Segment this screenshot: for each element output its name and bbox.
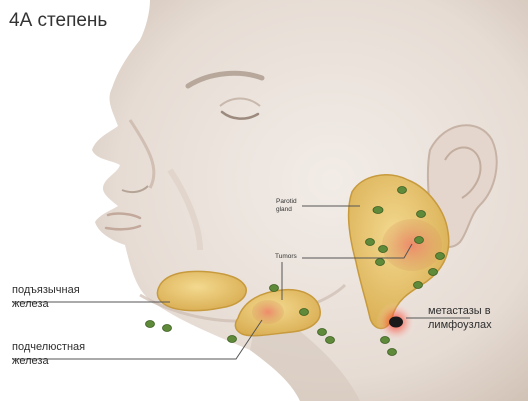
lymph-node — [436, 253, 445, 260]
label-metastases: метастазы в лимфоузлах — [428, 304, 492, 332]
lymph-node — [379, 246, 388, 253]
label-line: gland — [276, 206, 297, 214]
lymph-node — [414, 282, 423, 289]
lymph-node — [388, 349, 397, 356]
lymph-node — [300, 309, 309, 316]
lymph-node — [398, 187, 407, 194]
lymph-node — [228, 336, 237, 343]
label-line: метастазы в — [428, 304, 492, 318]
label-line: подъязычная — [12, 283, 80, 297]
label-parotid-gland: Parotid gland — [276, 198, 297, 214]
label-submandibular-gland: подчелюстная железа — [12, 340, 85, 368]
submandibular-tumor — [252, 300, 284, 324]
sublingual-gland — [157, 271, 246, 310]
lymph-node — [415, 237, 424, 244]
lymph-node — [373, 207, 383, 214]
figure-title: 4А степень — [9, 10, 107, 32]
lymph-node — [381, 337, 390, 344]
lymph-node — [326, 337, 335, 344]
label-line: подчелюстная — [12, 340, 85, 354]
label-tumors: Tumors — [275, 253, 297, 261]
lymph-node — [318, 329, 327, 336]
label-line: лимфоузлах — [428, 318, 492, 332]
lymph-node — [146, 321, 155, 328]
label-sublingual-gland: подъязычная железа — [12, 283, 80, 311]
lymph-node — [429, 269, 438, 276]
label-line: железа — [12, 354, 85, 368]
label-line: Tumors — [275, 253, 297, 261]
lymph-node — [163, 325, 172, 332]
lymph-node — [366, 239, 375, 246]
lymph-node — [417, 211, 426, 218]
lymph-node — [270, 285, 279, 292]
lymph-node — [376, 259, 385, 266]
metastasis-node — [389, 317, 403, 328]
label-line: железа — [12, 297, 80, 311]
label-line: Parotid — [276, 198, 297, 206]
